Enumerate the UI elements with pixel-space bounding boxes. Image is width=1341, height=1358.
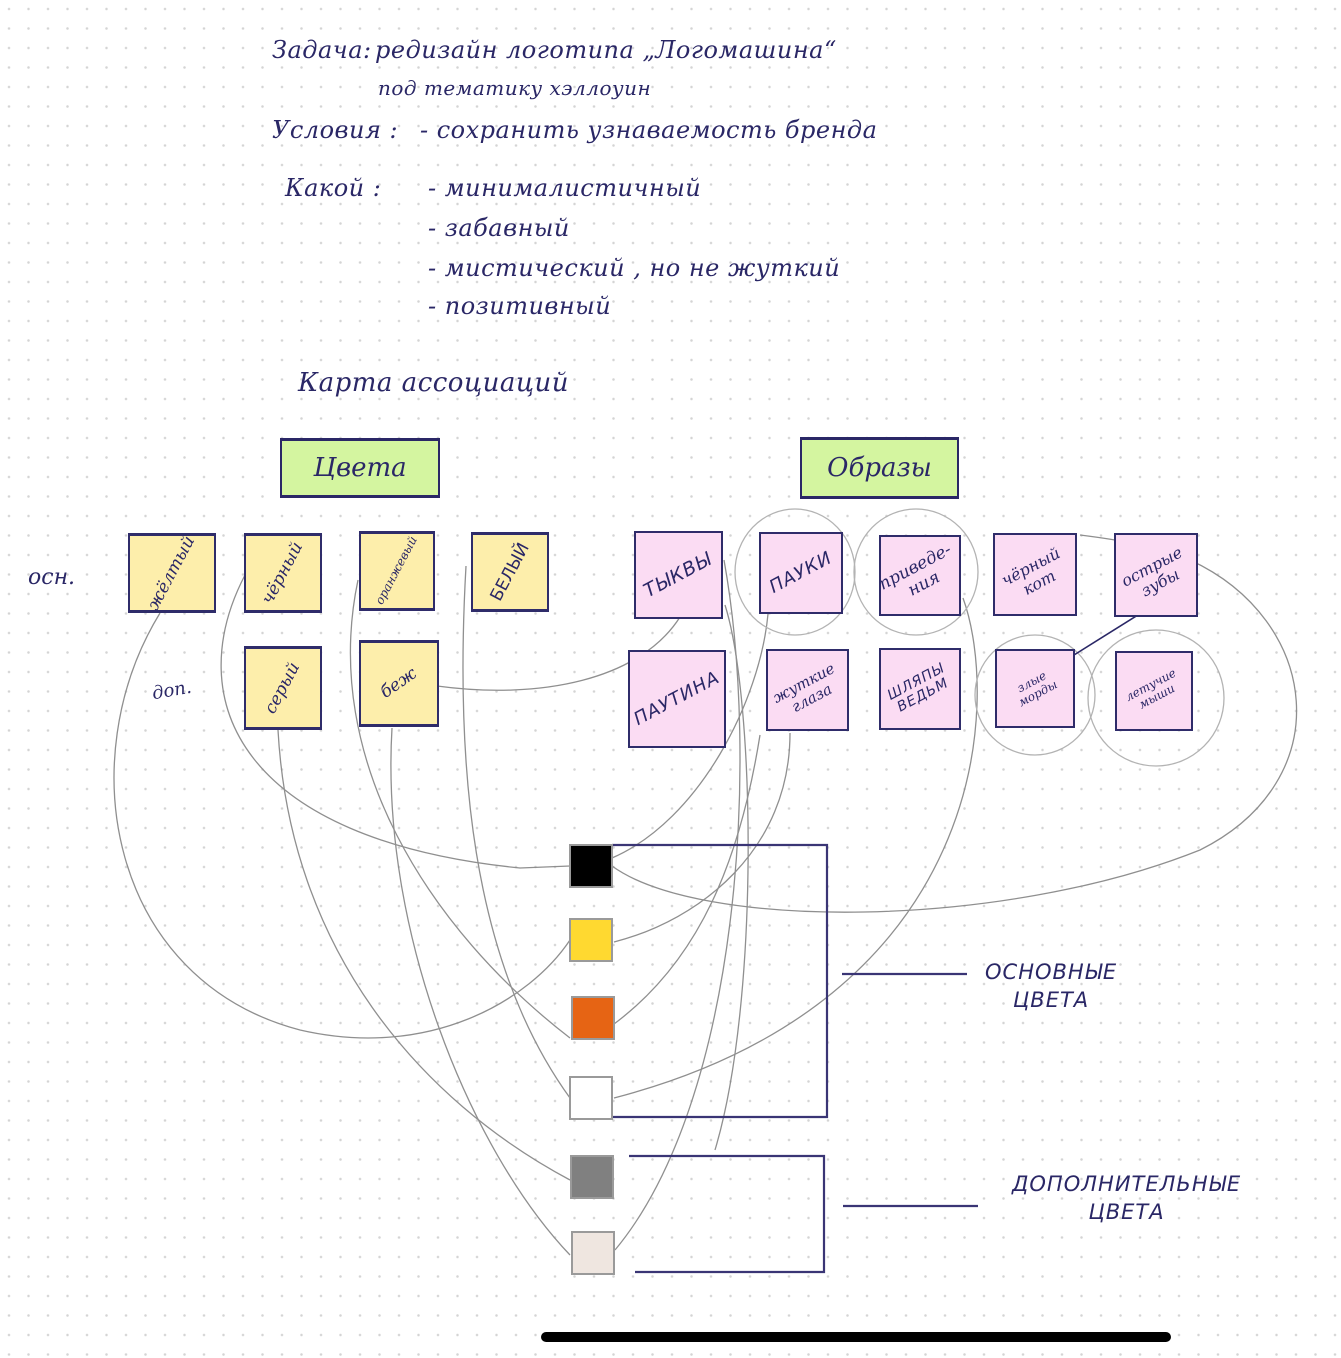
color-note-black: чёрный bbox=[244, 533, 322, 613]
note-label: летучие мыши bbox=[1122, 665, 1179, 712]
note-label: оранжевый bbox=[372, 534, 421, 608]
legend-extra-line2: ЦВЕТА bbox=[1088, 1200, 1165, 1225]
task-label: Задача: bbox=[272, 36, 372, 64]
row-label-extra: доп. bbox=[150, 676, 194, 705]
legend-extra-line1: ДОПОЛНИТЕЛЬНЫЕ bbox=[1012, 1172, 1242, 1196]
image-note-bats: летучие мыши bbox=[1115, 651, 1193, 731]
category-images-label: Образы bbox=[827, 453, 932, 483]
note-label: приведе-ния bbox=[879, 539, 956, 601]
note-label: серый bbox=[260, 658, 305, 717]
category-images: Образы bbox=[800, 437, 959, 499]
swatch-white bbox=[569, 1076, 613, 1120]
legend-main-line1: ОСНОВНЫЕ bbox=[985, 960, 1118, 984]
style-item: - мистический , но не жуткий bbox=[428, 254, 841, 282]
connector-line bbox=[613, 734, 761, 1025]
image-note-witch-hats: шляпы ведьм bbox=[879, 648, 961, 730]
note-label: чёрный кот bbox=[998, 543, 1064, 599]
image-note-sharp-teeth: острые зубы bbox=[1114, 533, 1198, 617]
home-indicator[interactable] bbox=[541, 1332, 1171, 1342]
swatch-yellow bbox=[569, 918, 613, 962]
connector-line bbox=[277, 729, 571, 1181]
note-label: беж bbox=[376, 663, 421, 703]
image-note-evil-faces: злые морды bbox=[995, 649, 1075, 728]
category-colors-label: Цвета bbox=[313, 453, 407, 483]
style-item: - минималистичный bbox=[428, 174, 702, 202]
note-label: жуткие глаза bbox=[769, 658, 838, 716]
note-label: жёлтый bbox=[143, 533, 200, 613]
note-label: пауки bbox=[765, 547, 836, 598]
image-note-creepy-eyes: жуткие глаза bbox=[766, 649, 849, 731]
swatch-gray bbox=[570, 1155, 614, 1199]
note-label: паутина bbox=[630, 667, 724, 731]
style-label: Какой : bbox=[285, 174, 382, 202]
style-item: - забавный bbox=[428, 214, 570, 242]
color-note-beige: беж bbox=[359, 640, 439, 727]
image-note-pumpkins: тыквы bbox=[634, 531, 723, 619]
connector-line bbox=[613, 732, 791, 943]
legend-main-colors: ОСНОВНЫЕ ЦВЕТА bbox=[985, 958, 1117, 1015]
color-note-yellow: жёлтый bbox=[128, 533, 216, 613]
task-text-2: под тематику хэллоуин bbox=[378, 76, 652, 100]
color-note-orange: оранжевый bbox=[359, 531, 435, 611]
image-note-cobweb: паутина bbox=[628, 650, 726, 748]
swatch-beige bbox=[571, 1231, 615, 1275]
category-colors: Цвета bbox=[280, 438, 440, 498]
connector-line bbox=[462, 565, 571, 1099]
conditions-text: - сохранить узнаваемость бренда bbox=[420, 116, 878, 144]
task-text: редизайн логотипа „Логомашина“ bbox=[375, 36, 837, 64]
row-label-main: осн. bbox=[28, 565, 76, 590]
note-label: шляпы ведьм bbox=[884, 659, 952, 716]
conditions-label: Условия : bbox=[272, 116, 399, 144]
note-label: острые зубы bbox=[1117, 542, 1186, 601]
style-item: - позитивный bbox=[428, 292, 612, 320]
note-label: чёрный bbox=[258, 538, 308, 608]
swatch-orange bbox=[571, 996, 615, 1040]
color-note-white: белый bbox=[471, 532, 549, 612]
connector-line bbox=[390, 727, 571, 1256]
color-note-gray: серый bbox=[244, 646, 322, 730]
extra-colors-bracket bbox=[629, 1154, 826, 1274]
legend-extra-colors: ДОПОЛНИТЕЛЬНЫЕ ЦВЕТА bbox=[1012, 1170, 1241, 1227]
note-label: белый bbox=[486, 539, 534, 605]
note-label: тыквы bbox=[640, 547, 717, 602]
note-label: злые морды bbox=[1014, 668, 1060, 710]
image-note-black-cat: чёрный кот bbox=[993, 533, 1077, 616]
swatch-black bbox=[569, 844, 613, 888]
connector-line bbox=[113, 612, 571, 1039]
image-note-spiders: пауки bbox=[759, 532, 843, 614]
map-title: Карта ассоциаций bbox=[298, 368, 569, 398]
image-note-ghosts: приведе-ния bbox=[879, 535, 961, 616]
legend-main-line2: ЦВЕТА bbox=[1012, 988, 1090, 1013]
